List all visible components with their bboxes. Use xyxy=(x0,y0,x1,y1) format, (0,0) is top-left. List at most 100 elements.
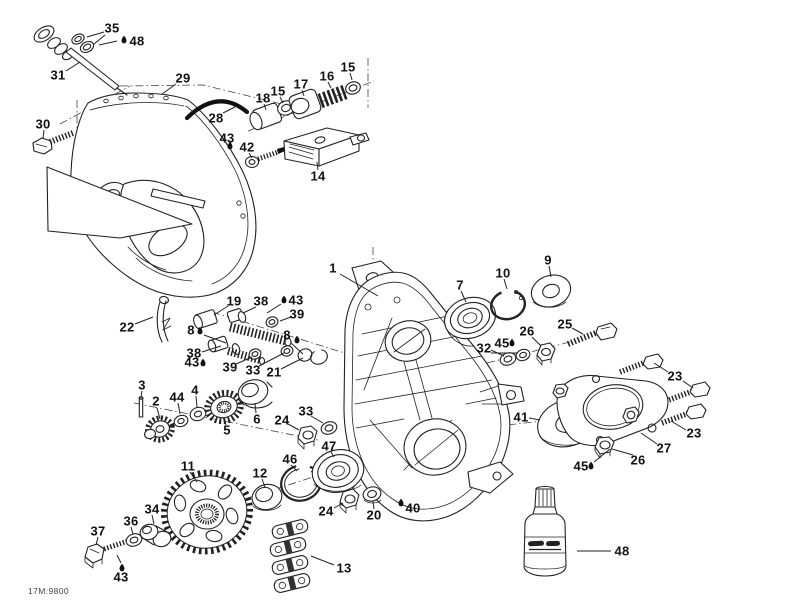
leader-line xyxy=(310,555,335,566)
snap-ring-10 xyxy=(489,289,527,321)
callout-layer xyxy=(42,31,694,572)
callout-2: 2 xyxy=(152,393,160,409)
washers-32 xyxy=(499,348,531,366)
leader-line xyxy=(242,306,257,314)
leader-line xyxy=(263,103,267,111)
leader-line xyxy=(372,500,375,510)
leader-line xyxy=(116,554,122,564)
callout-5: 5 xyxy=(223,422,231,438)
callout-21: 21 xyxy=(266,364,282,380)
leader-line xyxy=(201,345,222,353)
cover-flange-holes xyxy=(103,93,246,219)
bracket-plate-27 xyxy=(552,374,669,447)
tensioner-parts xyxy=(244,81,370,169)
callout-16: 16 xyxy=(319,68,335,84)
dipstick-rod xyxy=(65,47,120,91)
bushing-34 xyxy=(139,523,172,548)
callout-24: 24 xyxy=(318,503,334,519)
screw-42 xyxy=(244,147,285,169)
callout-29: 29 xyxy=(175,70,191,86)
leader-line xyxy=(316,161,319,171)
callout-32: 32 xyxy=(476,340,492,356)
bolt-25 xyxy=(566,322,618,347)
callout-39: 39 xyxy=(222,359,238,375)
bottle-label xyxy=(528,540,561,551)
leader-line xyxy=(670,420,687,431)
oil-drop-icon xyxy=(121,35,127,44)
callout-20: 20 xyxy=(366,507,382,523)
leader-line xyxy=(349,72,353,81)
leader-line xyxy=(290,342,304,355)
callout-18: 18 xyxy=(255,90,271,106)
callout-35: 35 xyxy=(104,20,120,36)
leader-line xyxy=(280,357,304,370)
callout-19: 19 xyxy=(226,293,242,309)
leader-line xyxy=(528,417,541,421)
sprocket-11 xyxy=(160,469,254,555)
leader-line xyxy=(310,415,324,424)
leader-line xyxy=(222,106,236,114)
leader-line xyxy=(279,96,284,104)
leader-line xyxy=(222,416,227,426)
callout-11: 11 xyxy=(180,458,196,474)
callout-15: 15 xyxy=(340,59,356,75)
oil-drop-icon xyxy=(197,326,203,335)
bracket-14 xyxy=(283,127,370,167)
callout-38: 38 xyxy=(186,345,202,361)
callout-4: 4 xyxy=(191,382,199,398)
callout-15: 15 xyxy=(270,83,286,99)
leader-line xyxy=(65,61,81,72)
sprocket-holes xyxy=(173,479,239,543)
leader-line xyxy=(235,356,253,365)
callout-26: 26 xyxy=(630,452,646,468)
callout-43: 43 xyxy=(184,354,200,370)
nut-26b xyxy=(594,436,615,459)
oil-drop-icon xyxy=(509,338,515,347)
leader-line xyxy=(189,471,198,483)
leader-line xyxy=(548,265,552,278)
callout-23: 23 xyxy=(686,425,702,441)
callout-27: 27 xyxy=(656,440,672,456)
callout-36: 36 xyxy=(123,513,139,529)
gear-5 xyxy=(204,389,244,425)
leader-line xyxy=(93,34,106,45)
callout-30: 30 xyxy=(35,116,51,132)
o-rings-35 xyxy=(71,33,95,54)
callout-31: 31 xyxy=(50,67,66,83)
bearing-47 xyxy=(311,449,365,493)
cotter-clip xyxy=(156,295,172,343)
callout-22: 22 xyxy=(119,319,135,335)
callout-8: 8 xyxy=(283,327,291,343)
oil-drop-icon xyxy=(281,295,287,304)
leader-line xyxy=(161,83,177,95)
leader-line xyxy=(333,502,344,509)
cover-slot xyxy=(150,188,206,209)
callout-3: 3 xyxy=(138,377,146,393)
callout-9: 9 xyxy=(544,252,552,268)
leader-line xyxy=(266,303,282,314)
callout-43: 43 xyxy=(113,569,129,585)
oil-drop-icon xyxy=(119,563,125,572)
leader-line xyxy=(258,352,285,367)
gear-cluster xyxy=(138,379,338,450)
spacer-6 xyxy=(237,379,273,409)
leader-line xyxy=(593,448,611,463)
callout-38: 38 xyxy=(253,293,269,309)
callout-45: 45 xyxy=(494,335,510,351)
oil-hose xyxy=(184,99,250,121)
leader-line xyxy=(134,316,154,325)
callout-39: 39 xyxy=(289,306,305,322)
leader-line xyxy=(42,129,45,140)
oil-drop-icon xyxy=(398,498,404,507)
leader-line xyxy=(156,407,161,420)
cover-wedge-flange xyxy=(46,166,193,239)
chaincase-housing xyxy=(333,260,525,522)
dipstick-assembly xyxy=(32,25,128,155)
bushing-12 xyxy=(251,483,283,511)
leader-line xyxy=(287,423,300,431)
washer-20 xyxy=(362,486,382,504)
callout-13: 13 xyxy=(336,560,352,576)
leader-line xyxy=(98,40,118,46)
leader-line xyxy=(248,152,253,159)
